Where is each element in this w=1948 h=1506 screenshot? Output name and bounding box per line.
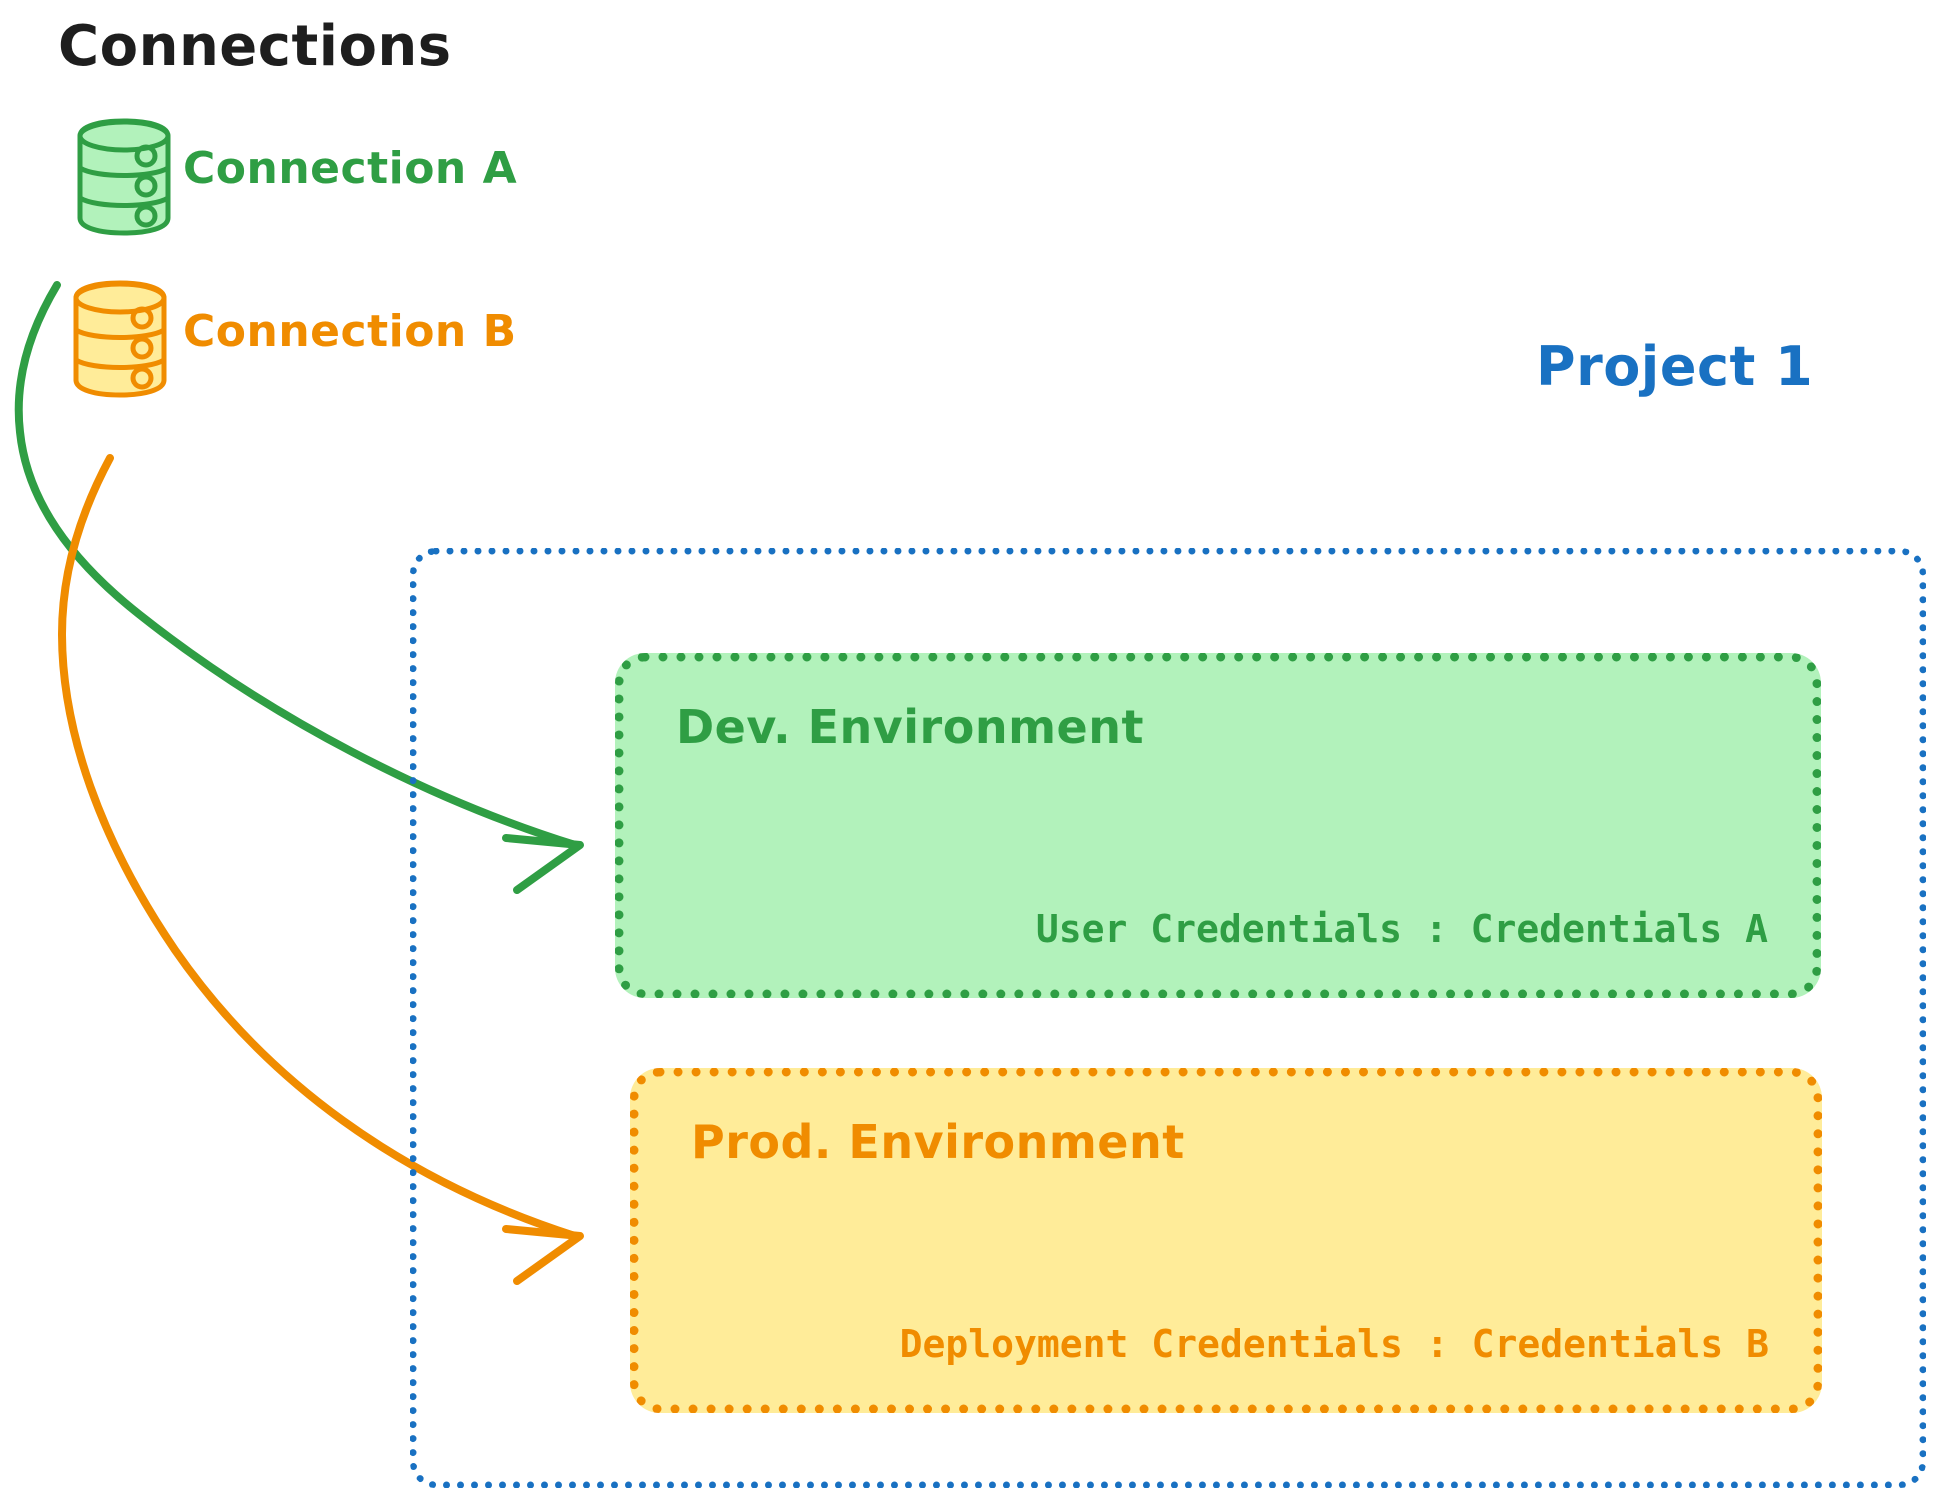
- project-boundary-box: [410, 548, 1926, 1488]
- connection-b-to-prod-arrow: [58, 454, 584, 1285]
- dev-environment-box: Dev. Environment User Credentials : Cred…: [615, 653, 1821, 998]
- prod-environment-credentials: Deployment Credentials : Credentials B: [899, 1322, 1769, 1366]
- prod-environment-title: Prod. Environment: [691, 1115, 1185, 1169]
- connection-a-label: Connection A: [183, 143, 518, 194]
- connection-a-database-icon: [70, 118, 178, 242]
- connection-b-database-icon: [66, 280, 174, 404]
- connection-b-label: Connection B: [183, 306, 517, 357]
- dev-environment-title: Dev. Environment: [676, 700, 1144, 754]
- prod-environment-box: Prod. Environment Deployment Credentials…: [630, 1068, 1822, 1413]
- page-title: Connections: [58, 14, 452, 79]
- project-label: Project 1: [1536, 335, 1814, 398]
- dev-environment-credentials: User Credentials : Credentials A: [1035, 907, 1768, 951]
- connection-a-to-dev-arrow: [14, 281, 584, 894]
